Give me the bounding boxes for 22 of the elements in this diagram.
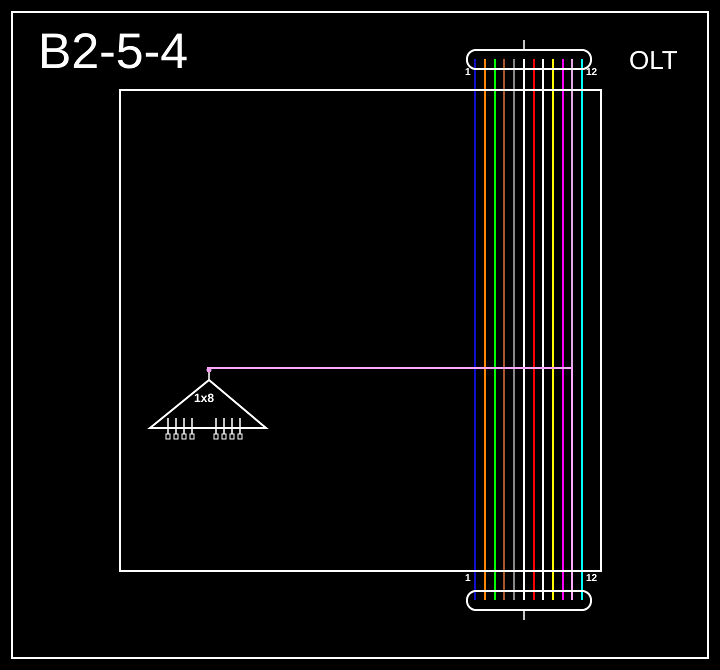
fiber-number: 12 <box>586 574 598 584</box>
fiber-line <box>484 59 486 600</box>
fiber-line <box>562 59 564 600</box>
splitter-ratio-label: 1x8 <box>194 392 214 404</box>
fiber-line <box>581 59 583 600</box>
diagram-title: B2-5-4 <box>38 24 188 78</box>
fiber-line <box>533 59 535 600</box>
splitter-triangle <box>148 368 268 442</box>
equipment-label: OLT <box>629 46 678 74</box>
fiber-line <box>474 59 476 600</box>
enclosure-box <box>119 89 602 572</box>
fiber-number: 1 <box>465 574 471 584</box>
fiber-line <box>503 59 505 600</box>
fiber-line <box>513 59 515 600</box>
fiber-number: 1 <box>465 68 471 78</box>
fiber-line <box>523 59 525 600</box>
fiber-line <box>542 59 544 600</box>
patch-fiber-line <box>207 367 573 600</box>
fiber-line <box>552 59 554 600</box>
fiber-number: 12 <box>586 68 598 78</box>
fiber-line <box>494 59 496 600</box>
cable-connector <box>465 589 593 620</box>
